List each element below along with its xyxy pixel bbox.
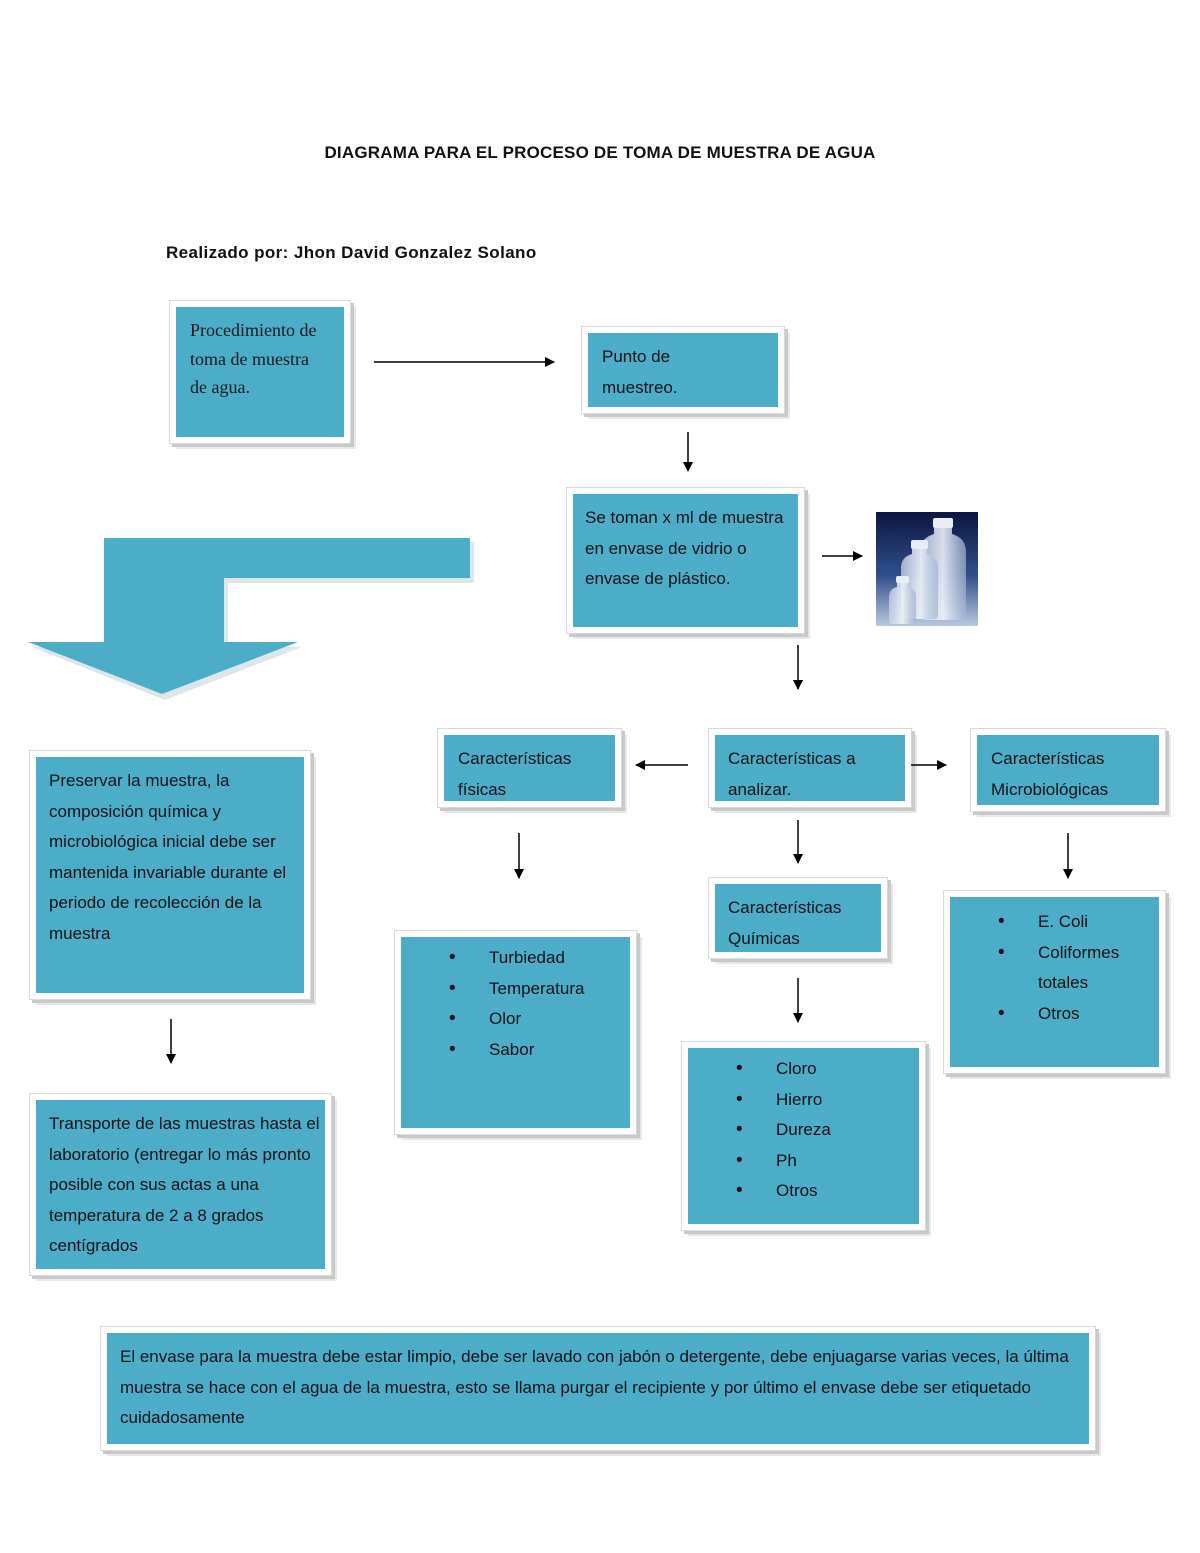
list-item: Coliformes totales (998, 938, 1148, 999)
node-punto-muestreo: Punto de muestreo. (582, 327, 784, 413)
node-micro-list: E. Coli Coliformes totales Otros (944, 891, 1165, 1073)
node-se-toman: Se toman x ml de muestra en envase de vi… (567, 488, 804, 633)
node-envase: El envase para la muestra debe estar lim… (101, 1327, 1095, 1450)
node-caracteristicas-fisicas-text: Características físicas (458, 749, 572, 799)
node-caracteristicas-analizar: Características a analizar. (709, 729, 911, 807)
node-procedimiento: Procedimiento de toma de muestra de agua… (170, 301, 350, 443)
list-item: Turbiedad (449, 943, 629, 974)
list-item: Otros (736, 1176, 916, 1207)
list-item: Ph (736, 1146, 916, 1177)
node-fisicas-list: Turbiedad Temperatura Olor Sabor (395, 931, 636, 1134)
node-caracteristicas-fisicas: Características físicas (438, 729, 621, 807)
node-procedimiento-text: Procedimiento de toma de muestra de agua… (190, 320, 317, 397)
node-quimicas-list: Cloro Hierro Dureza Ph Otros (682, 1042, 925, 1230)
diagram-title: DIAGRAMA PARA EL PROCESO DE TOMA DE MUES… (324, 143, 876, 162)
node-caracteristicas-analizar-text: Características a analizar. (728, 749, 856, 799)
list-item: Dureza (736, 1115, 916, 1146)
list-item: Sabor (449, 1035, 629, 1066)
node-transporte-text: Transporte de las muestras hasta el labo… (49, 1114, 320, 1255)
list-item: Cloro (736, 1054, 916, 1085)
node-punto-muestreo-text: Punto de muestreo. (602, 347, 678, 397)
micro-list: E. Coli Coliformes totales Otros (998, 907, 1148, 1029)
node-transporte: Transporte de las muestras hasta el labo… (30, 1094, 331, 1275)
node-preservar-text: Preservar la muestra, la composición quí… (49, 771, 287, 943)
fisicas-list: Turbiedad Temperatura Olor Sabor (449, 943, 629, 1065)
node-caracteristicas-quimicas: Características Químicas (709, 878, 887, 958)
node-preservar: Preservar la muestra, la composición quí… (30, 751, 310, 999)
node-envase-text: El envase para la muestra debe estar lim… (120, 1347, 1069, 1427)
node-caracteristicas-microbiologicas: Características Microbiológicas (971, 729, 1165, 811)
list-item: Temperatura (449, 974, 629, 1005)
list-item: Olor (449, 1004, 629, 1035)
node-caracteristicas-microbiologicas-text: Características Microbiológicas (991, 749, 1109, 799)
quimicas-list: Cloro Hierro Dureza Ph Otros (736, 1054, 916, 1207)
bottles-photo-icon (876, 512, 978, 626)
big-bent-arrow (28, 538, 470, 694)
node-se-toman-text: Se toman x ml de muestra en envase de vi… (585, 508, 784, 588)
list-item: Hierro (736, 1085, 916, 1116)
node-caracteristicas-quimicas-text: Características Químicas (728, 898, 842, 948)
author-line: Realizado por: Jhon David Gonzalez Solan… (166, 243, 537, 262)
list-item: E. Coli (998, 907, 1148, 938)
list-item: Otros (998, 999, 1148, 1030)
